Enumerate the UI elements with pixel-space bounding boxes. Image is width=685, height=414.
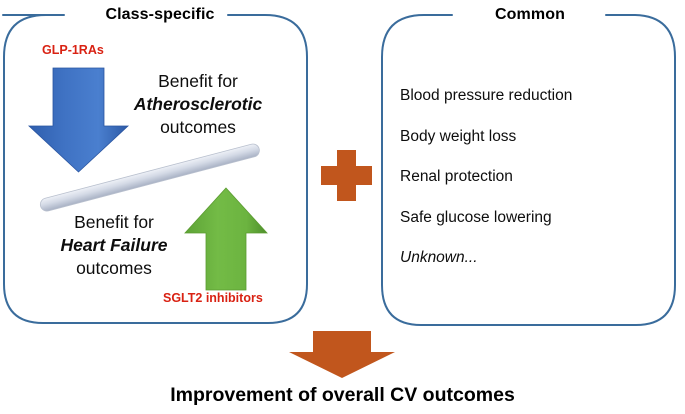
list-item: Renal protection: [400, 168, 513, 185]
benefit-hf-line3: outcomes: [76, 258, 152, 279]
plus-icon: [321, 150, 372, 201]
panel-outline-common: [381, 14, 676, 326]
benefit-heart-failure-block: Benefit for Heart Failure outcomes: [34, 211, 194, 280]
list-item: Safe glucose lowering: [400, 209, 552, 226]
list-item: Blood pressure reduction: [400, 87, 573, 104]
panel-outline-class-specific: [2, 14, 308, 324]
benefit-hf-line1: Benefit for: [74, 212, 154, 232]
balance-beam: [39, 143, 260, 212]
benefit-athero-line1: Benefit for: [158, 71, 238, 91]
down-arrow-orange: [289, 331, 395, 378]
up-arrow-green: [184, 187, 268, 291]
label-sglt2-inhibitors: SGLT2 inhibitors: [163, 291, 263, 305]
conclusion-caption: Improvement of overall CV outcomes: [170, 384, 515, 406]
benefit-athero-line2: Atherosclerotic: [133, 94, 263, 115]
benefit-hf-line2: Heart Failure: [60, 235, 168, 256]
down-arrow-blue: [27, 67, 130, 173]
label-glp1ras: GLP-1RAs: [42, 43, 104, 57]
panel-title-common: Common: [495, 6, 565, 23]
benefit-athero-line3: outcomes: [160, 117, 236, 138]
list-item: Unknown...: [400, 249, 478, 266]
panel-title-class-specific: Class-specific: [105, 6, 215, 23]
benefit-atherosclerotic-block: Benefit for Atherosclerotic outcomes: [112, 70, 284, 139]
list-item: Body weight loss: [400, 128, 517, 145]
